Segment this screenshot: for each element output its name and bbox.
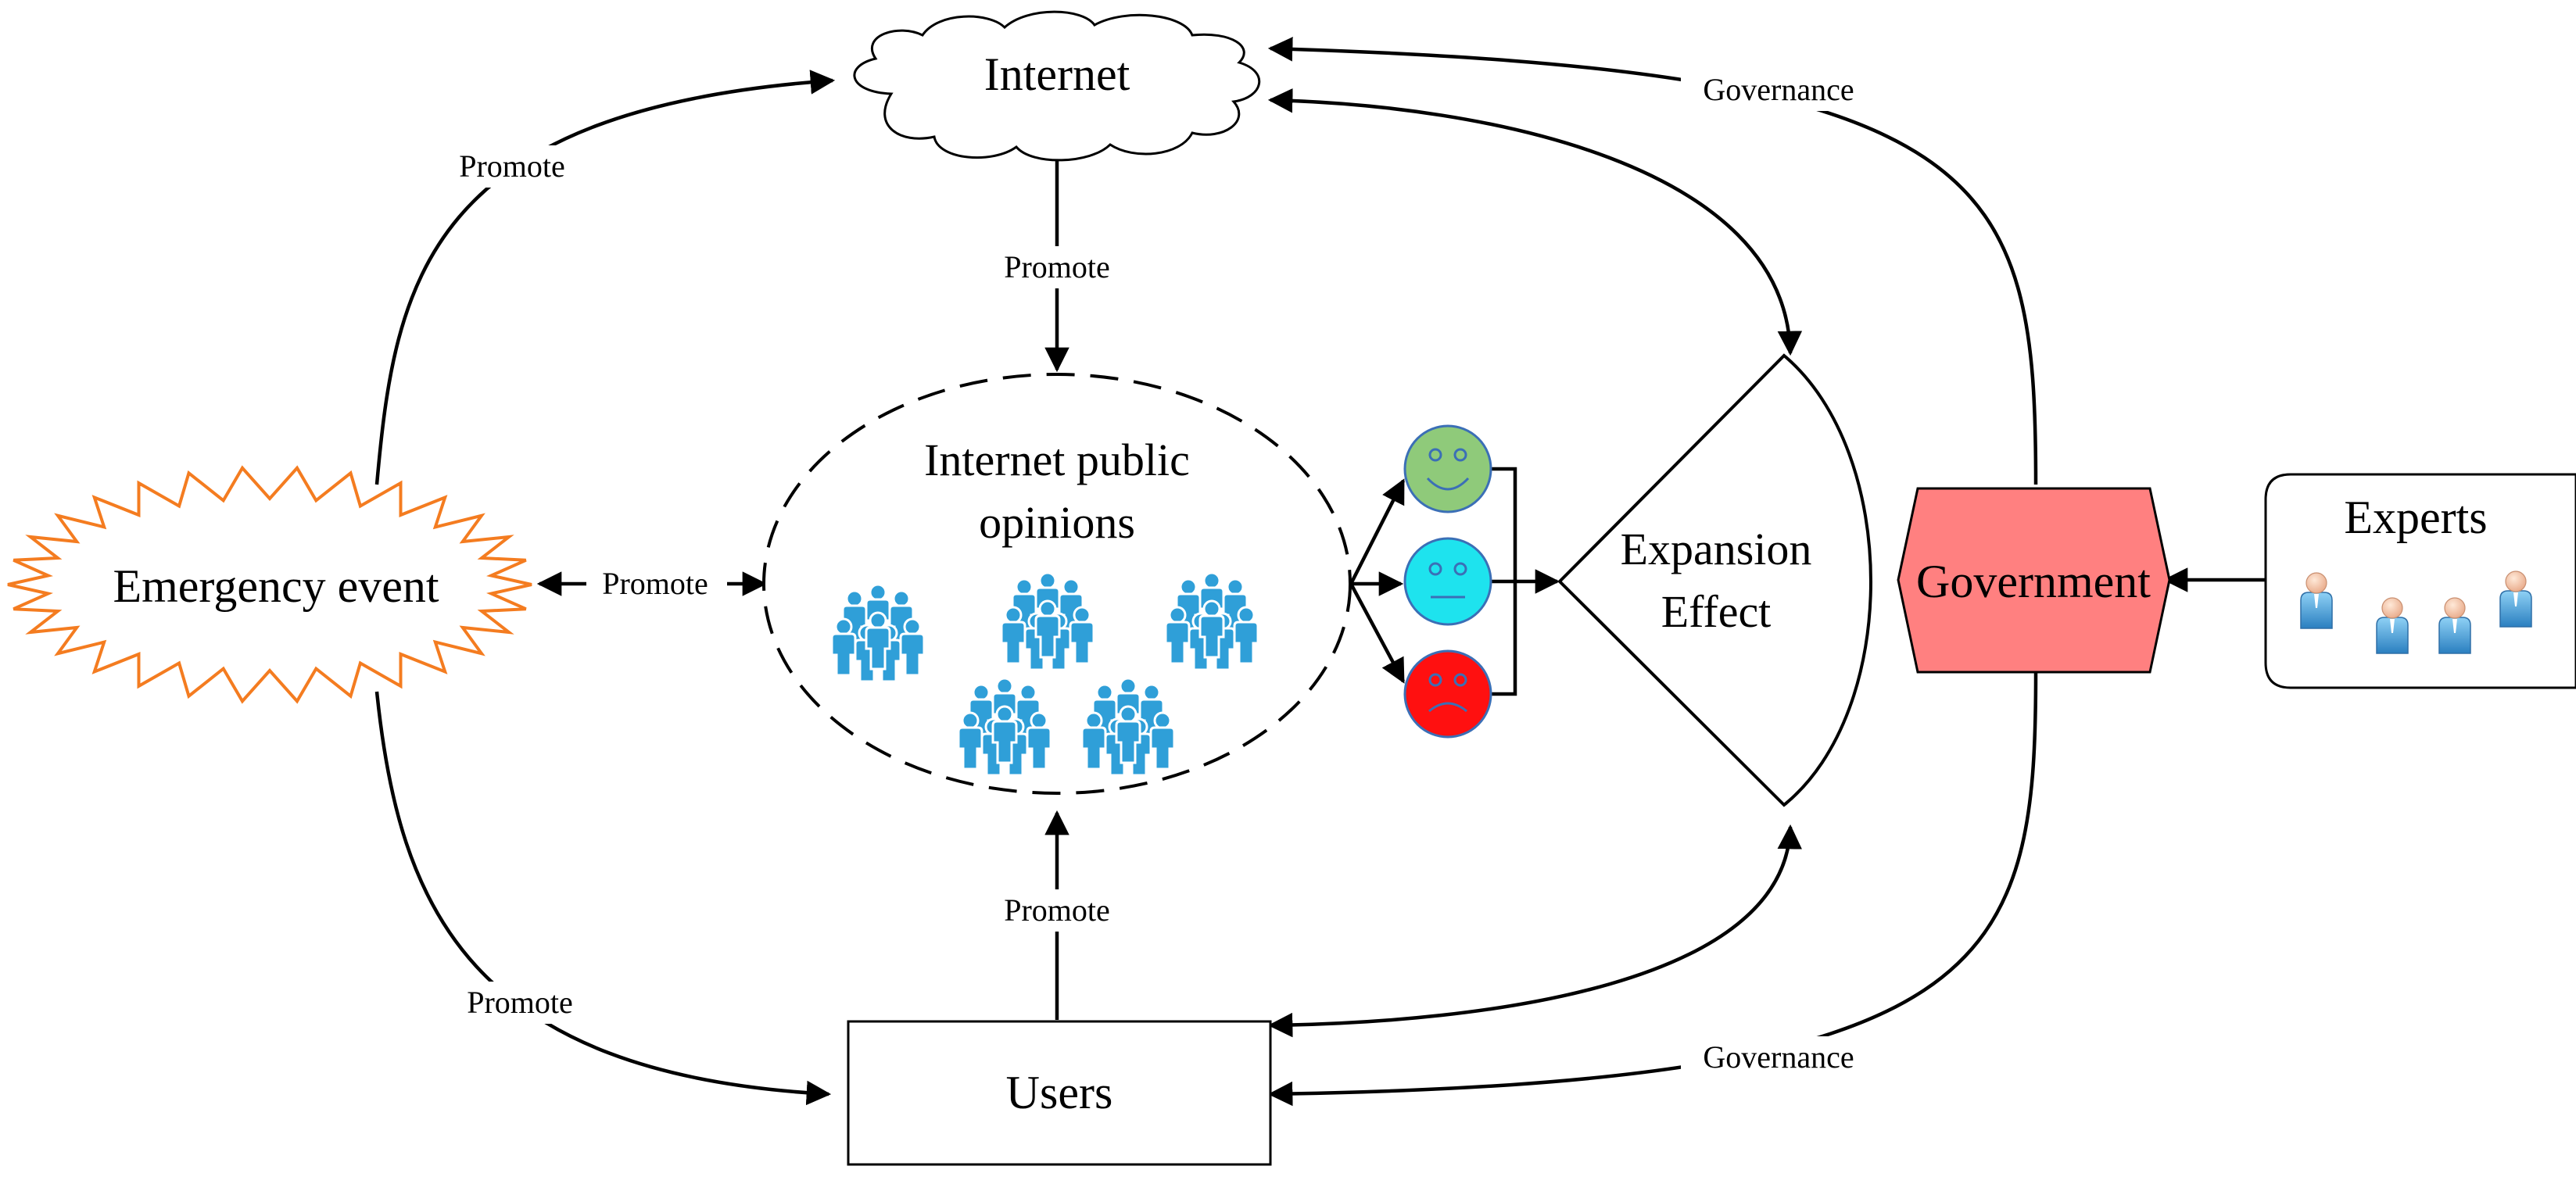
expansion-label-line2: Effect — [1661, 586, 1772, 637]
emergency-event-node: Emergency event — [7, 465, 532, 704]
edge-government-to-internet — [1267, 37, 2038, 485]
svg-text:Promote: Promote — [459, 148, 565, 184]
edge-label-emergency-to-internet: Promote — [439, 145, 585, 188]
edge-opinions-to-sad — [1349, 582, 1405, 684]
crowd-icon — [1001, 573, 1094, 670]
users-label: Users — [1006, 1067, 1113, 1118]
svg-text:Governance: Governance — [1703, 1039, 1854, 1075]
sad-face-icon — [1403, 649, 1492, 739]
neutral-face-icon — [1403, 537, 1492, 626]
experts-node: Experts — [2264, 473, 2576, 689]
edge-internet-expansion — [1267, 88, 1803, 356]
svg-text:Promote: Promote — [1004, 249, 1110, 284]
edge-label-users-to-opinions: Promote — [984, 889, 1130, 932]
government-label: Government — [1916, 556, 2151, 607]
edge-opinions-to-happy — [1349, 478, 1406, 585]
users-node: Users — [847, 1020, 1272, 1166]
expansion-effect-node: Expansion Effect — [1557, 353, 1872, 807]
internet-node: Internet — [853, 10, 1261, 162]
crowd-icon — [832, 585, 924, 681]
edge-government-to-users — [1267, 671, 2038, 1107]
emergency-event-label: Emergency event — [113, 560, 439, 612]
cloud-icon — [853, 10, 1261, 162]
edge-label-internet-to-opinions: Promote — [984, 246, 1130, 288]
starburst-icon — [7, 465, 532, 704]
public-opinions-label-line2: opinions — [979, 497, 1135, 548]
edge-label-emergency-opinions: Promote — [586, 564, 727, 603]
crowd-icon — [958, 678, 1051, 775]
edge-emergency-to-internet — [374, 70, 836, 485]
svg-text:Promote: Promote — [1004, 892, 1110, 928]
expansion-label-line1: Expansion — [1621, 524, 1812, 574]
svg-text:Governance: Governance — [1703, 72, 1854, 107]
edge-emergency-to-users — [374, 691, 832, 1106]
edge-label-government-to-users: Governance — [1681, 1036, 1876, 1078]
public-opinions-label-line1: Internet public — [924, 435, 1190, 485]
edge-label-emergency-to-users: Promote — [447, 982, 593, 1024]
svg-text:Promote: Promote — [602, 566, 708, 601]
edge-users-expansion — [1267, 824, 1802, 1038]
internet-label: Internet — [984, 48, 1130, 100]
crowd-icon — [1082, 678, 1174, 775]
experts-label: Experts — [2344, 492, 2487, 543]
public-opinions-node: Internet public opinions — [762, 373, 1352, 795]
svg-text:Promote: Promote — [467, 985, 573, 1020]
crowd-icon — [1166, 573, 1258, 670]
happy-face-icon — [1403, 424, 1492, 513]
edge-label-government-to-internet: Governance — [1681, 69, 1876, 111]
government-node: Government — [1897, 487, 2171, 674]
